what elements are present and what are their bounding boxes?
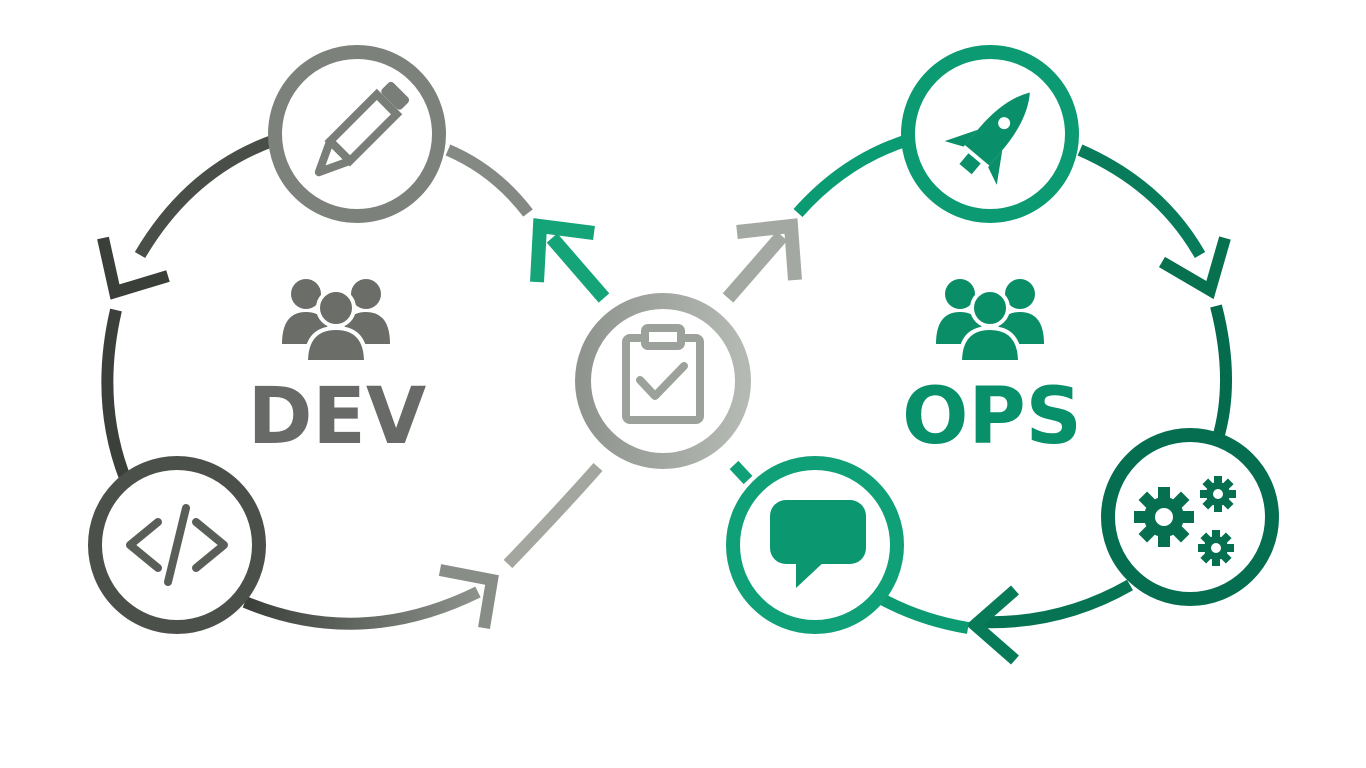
pencil-icon bbox=[314, 81, 410, 177]
chat-bubble-icon bbox=[770, 500, 866, 588]
dev-arc-top-right bbox=[445, 144, 533, 217]
center-arrow-to-dev bbox=[530, 218, 610, 303]
dev-label: DEV bbox=[248, 372, 426, 462]
rocket-icon bbox=[944, 92, 1030, 185]
gears-icon bbox=[1134, 476, 1236, 566]
ops-arrow-bottom bbox=[965, 585, 1019, 665]
dev-arc-bottom bbox=[242, 586, 481, 630]
ops-arrow-right bbox=[1158, 236, 1231, 300]
dev-design-node bbox=[268, 45, 446, 223]
dev-arc-top-left bbox=[134, 134, 277, 259]
dev-team-icon bbox=[282, 279, 390, 364]
ops-team-icon bbox=[936, 279, 1044, 364]
code-icon bbox=[126, 504, 228, 586]
ops-loop bbox=[729, 134, 1232, 665]
dev-loop bbox=[97, 134, 603, 630]
ops-arc-top-right bbox=[1077, 144, 1206, 258]
dev-arc-center-link bbox=[503, 463, 603, 569]
ops-arc-bottom-left bbox=[877, 592, 969, 634]
ops-feedback-node bbox=[726, 456, 904, 634]
ops-arc-center-link bbox=[729, 460, 753, 485]
ops-arc-top-left bbox=[793, 134, 910, 217]
ops-arc-bottom bbox=[979, 579, 1133, 629]
ops-operate-node bbox=[1101, 428, 1279, 606]
dev-code-node bbox=[88, 456, 266, 634]
ops-release-node bbox=[901, 45, 1079, 223]
clipboard-check-icon bbox=[622, 324, 704, 424]
dev-arrow-left bbox=[97, 236, 170, 300]
center-test-node bbox=[575, 293, 751, 469]
dev-arrow-bottom bbox=[438, 564, 499, 629]
ops-arc-right bbox=[1210, 304, 1232, 440]
ops-label: OPS bbox=[902, 372, 1082, 462]
center-arrow-to-ops bbox=[722, 218, 802, 303]
dev-arc-left bbox=[101, 308, 131, 481]
